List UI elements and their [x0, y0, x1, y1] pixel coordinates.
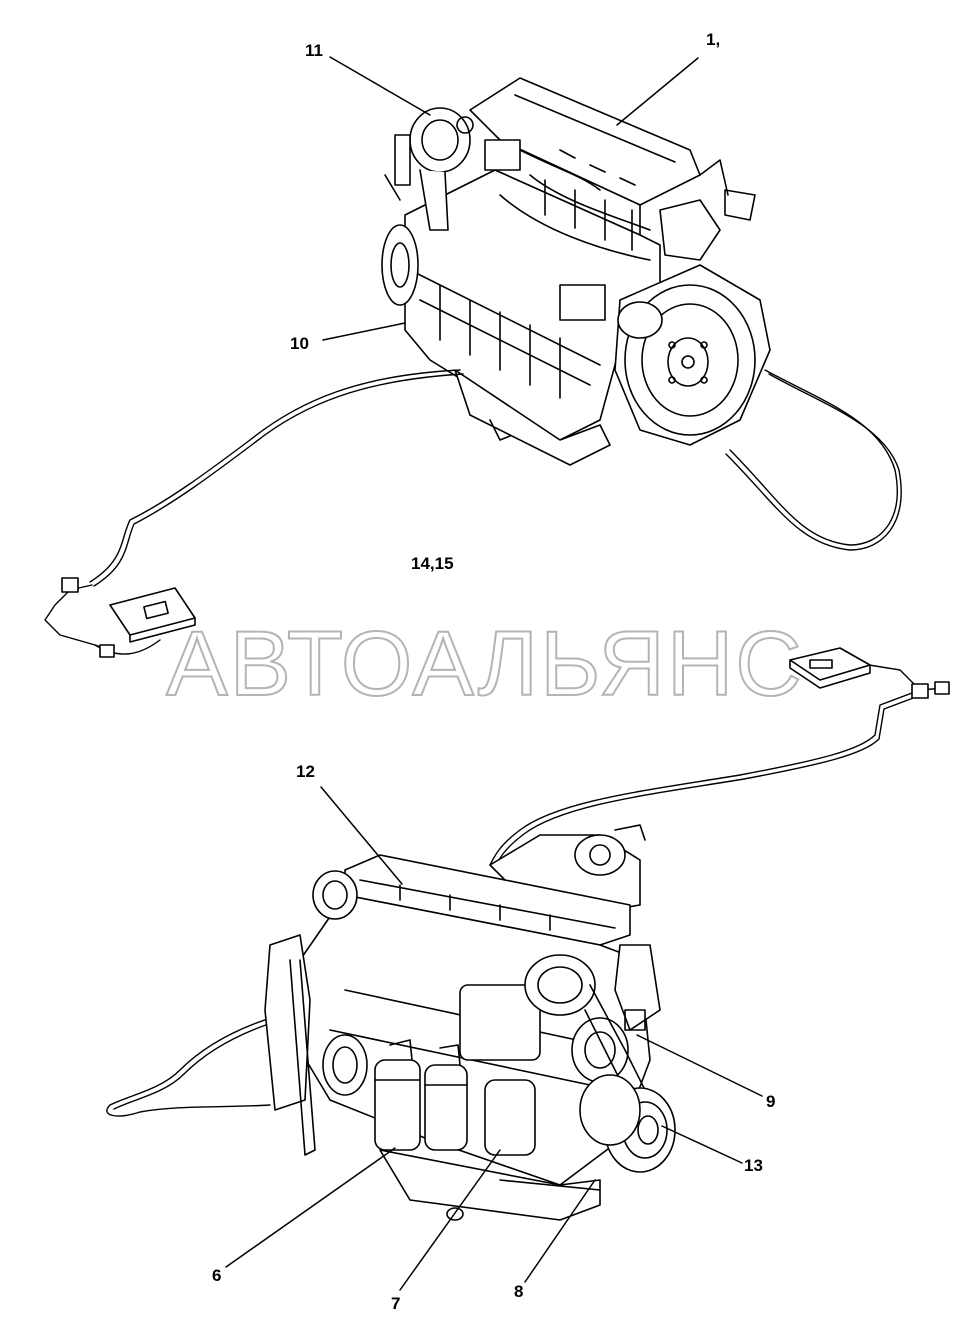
callout-6: 6	[212, 1266, 222, 1285]
callout-12: 12	[296, 762, 315, 781]
callout-13: 13	[744, 1156, 763, 1175]
leader-lines	[225, 56, 763, 1291]
top-engine	[381, 77, 771, 466]
left-ecu	[61, 577, 196, 658]
bottom-engine	[264, 824, 676, 1221]
callout-9: 9	[766, 1092, 776, 1111]
watermark-text: АВТОАЛЬЯНС	[165, 612, 804, 716]
callout-1: 1,	[706, 30, 721, 49]
callout-14-15: 14,15	[411, 554, 454, 573]
callout-8: 8	[514, 1282, 524, 1301]
callout-11: 11	[305, 41, 323, 60]
right-ecu	[789, 647, 950, 699]
callout-7: 7	[391, 1294, 401, 1313]
callout-10: 10	[290, 334, 309, 353]
